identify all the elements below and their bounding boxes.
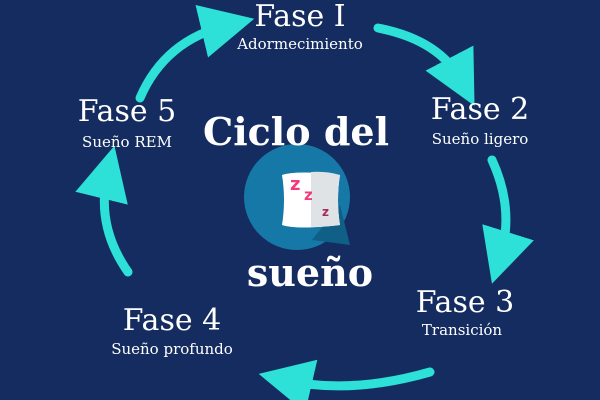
phase-3-name: Fase 3: [415, 285, 515, 320]
title-line1: Ciclo del: [202, 109, 390, 154]
pillow-icon: z z z: [244, 144, 350, 250]
phase-1-desc: Adormecimiento: [237, 35, 363, 53]
phase-1-name: Fase I: [254, 0, 346, 34]
phase-5-desc: Sueño REM: [82, 133, 172, 151]
svg-text:z: z: [290, 174, 300, 195]
phase-2-desc: Sueño ligero: [431, 130, 529, 148]
arrow-1-to-2: [373, 23, 475, 106]
phase-5-name: Fase 5: [77, 94, 177, 129]
arrow-2-to-3: [482, 155, 534, 284]
phase-4-name: Fase 4: [122, 303, 222, 338]
phase-2-name: Fase 2: [430, 92, 530, 127]
title-line2: sueño: [246, 250, 374, 295]
arrow-3-to-4: [258, 359, 435, 400]
svg-text:z: z: [304, 186, 313, 204]
phase-3-desc: Transición: [421, 321, 503, 339]
arrow-4-to-5: [75, 145, 133, 277]
phase-4-desc: Sueño profundo: [111, 340, 233, 358]
svg-text:z: z: [322, 205, 329, 219]
arrow-5-to-1: [135, 5, 255, 103]
